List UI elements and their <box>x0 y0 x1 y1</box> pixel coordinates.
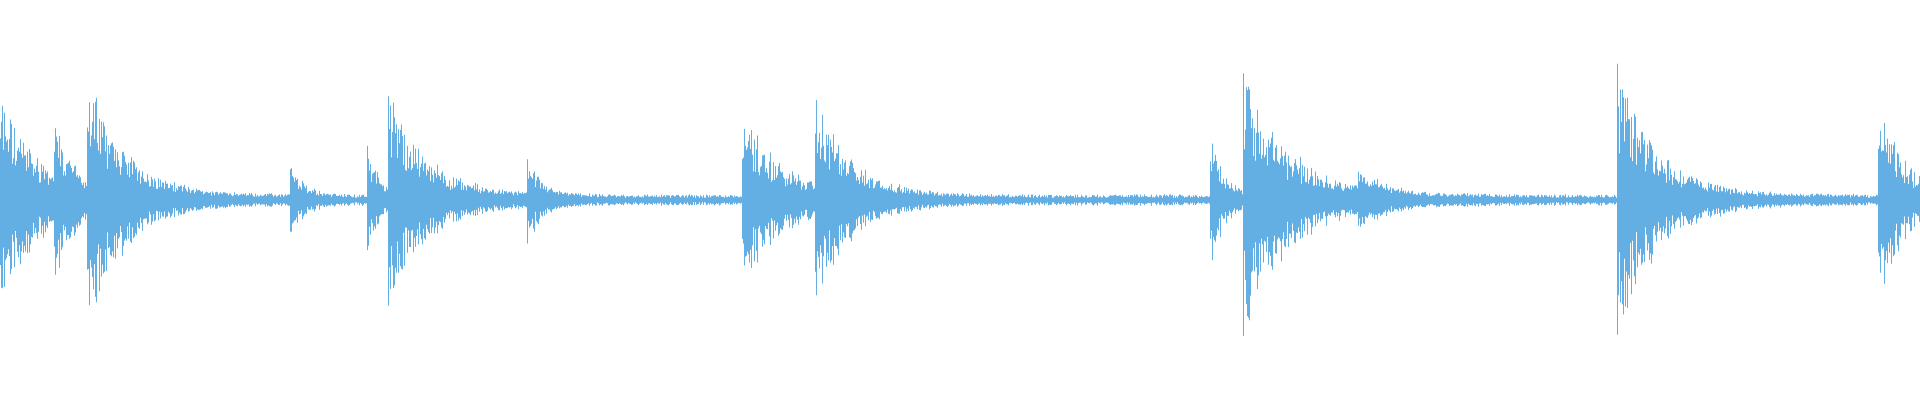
waveform-bars <box>0 63 1920 337</box>
waveform-samples <box>0 63 1920 337</box>
